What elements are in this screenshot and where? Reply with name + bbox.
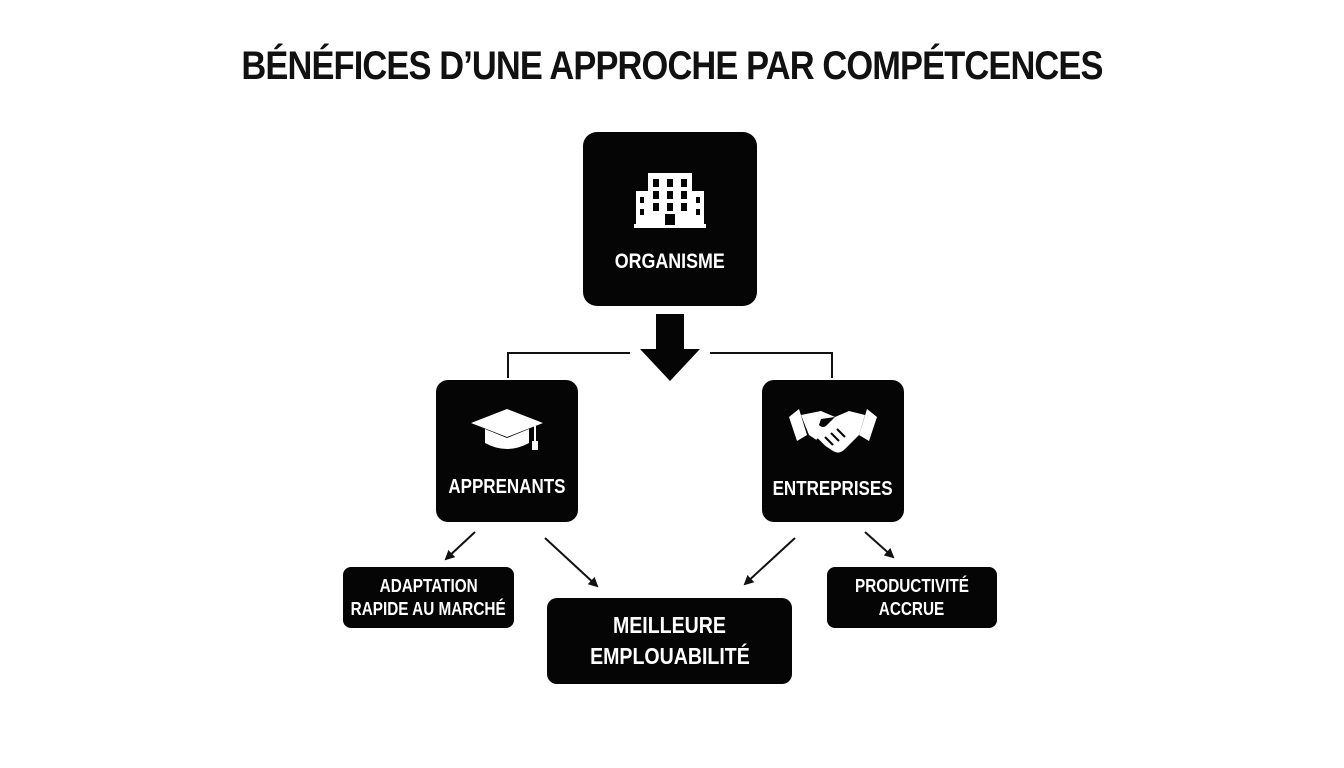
node-entreprises: ENTREPRISES: [762, 380, 904, 522]
node-adaptation-line1: ADAPTATION: [379, 576, 478, 596]
arrow-entreprises-productivite: [864, 531, 895, 559]
main-down-arrow: [640, 314, 700, 381]
node-adaptation-line2: RAPIDE AU MARCHÉ: [351, 598, 506, 619]
node-productivite-line2: ACCRUE: [879, 598, 945, 619]
arrow-apprenants-employabilite: [544, 537, 599, 588]
bracket-right: [710, 352, 833, 378]
bracket-left: [507, 352, 630, 378]
arrow-apprenants-adaptation: [444, 531, 476, 561]
node-employabilite: MEILLEURE EMPLOUABILITÉ: [547, 598, 792, 684]
node-employabilite-line1: MEILLEURE: [613, 611, 726, 638]
node-entreprises-label: ENTREPRISES: [773, 477, 893, 500]
node-adaptation: ADAPTATION RAPIDE AU MARCHÉ: [343, 567, 514, 628]
node-productivite: PRODUCTIVITÉ ACCRUE: [827, 567, 997, 628]
handshake-icon: [789, 408, 877, 453]
node-apprenants: APPRENANTS: [436, 380, 578, 522]
arrow-entreprises-employabilite: [743, 537, 796, 586]
node-employabilite-line2: EMPLOUABILITÉ: [589, 643, 750, 669]
diagram-title: BÉNÉFICES D’UNE APPROCHE PAR COMPÉTCENCE…: [241, 44, 1103, 88]
node-apprenants-label: APPRENANTS: [448, 475, 566, 498]
building-icon: [634, 172, 706, 228]
node-productivite-line1: PRODUCTIVITÉ: [855, 576, 969, 596]
node-organisme: ORGANISME: [583, 132, 757, 306]
node-organisme-label: ORGANISME: [614, 249, 726, 273]
graduation-cap-icon: [471, 408, 543, 450]
